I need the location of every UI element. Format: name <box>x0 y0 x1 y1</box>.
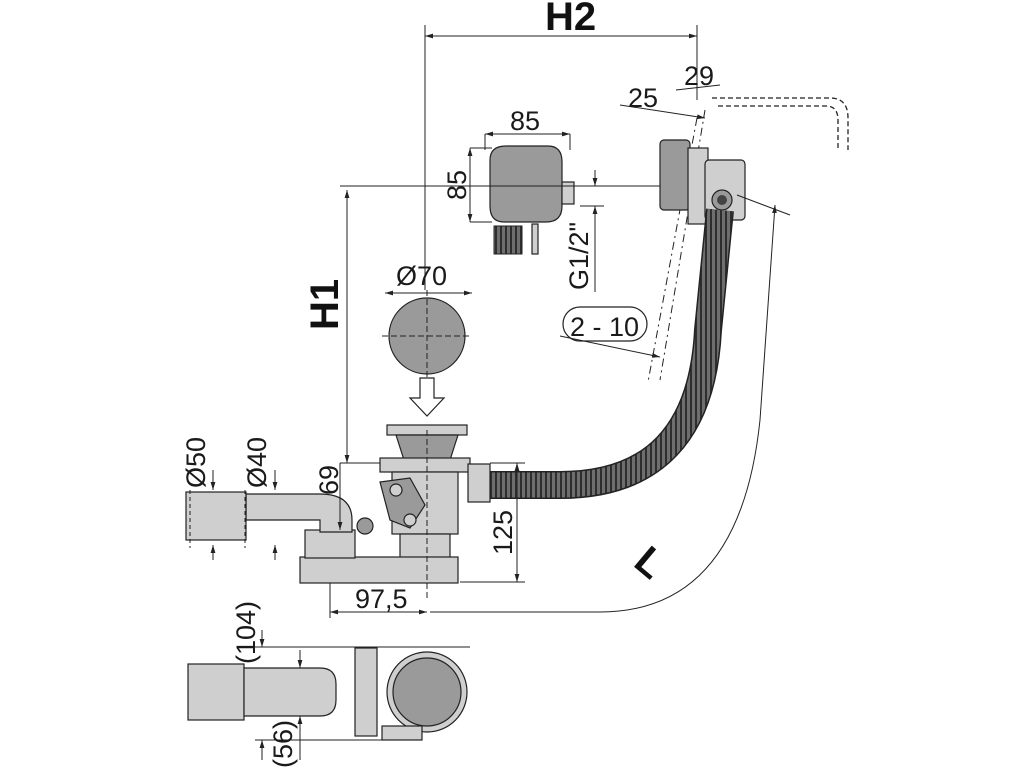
l-dimension: L <box>430 194 791 613</box>
h1-dimension: H1 <box>303 185 580 464</box>
waste-body-elevation <box>299 424 491 600</box>
dim-97-5-label: 97,5 <box>355 584 408 614</box>
dim-104-label: (104) <box>231 601 261 664</box>
flexible-hose <box>490 208 734 499</box>
height-dimensions: 69 125 97,5 <box>314 462 525 618</box>
bath-rim <box>647 97 849 383</box>
dim-69-label: 69 <box>314 465 344 495</box>
overflow-head: 85 85 G1/2" <box>442 106 660 292</box>
dim-125-label: 125 <box>488 510 518 555</box>
wall-thickness-label: 2 - 10 <box>559 306 661 358</box>
overflow-thickness-dimensions: 29 25 <box>619 61 721 120</box>
dim-85-height-label: 85 <box>442 170 472 200</box>
l-label: L <box>626 538 673 587</box>
waste-plan-view: (104) (56) <box>187 601 470 768</box>
dim-d70-label: Ø70 <box>396 261 447 291</box>
dim-d50-label: Ø50 <box>181 437 211 488</box>
h2-dimension: H2 <box>424 0 698 290</box>
outlet-pipe: Ø50 Ø40 <box>181 437 353 560</box>
h1-label: H1 <box>303 279 347 330</box>
dim-d40-label: Ø40 <box>242 437 272 488</box>
overflow-assembly <box>659 139 746 225</box>
dim-85-width-label: 85 <box>510 106 540 136</box>
dim-2-10-label: 2 - 10 <box>570 312 639 342</box>
dim-25-label: 25 <box>628 83 658 113</box>
plug-cap: Ø70 <box>382 261 472 417</box>
g12-thread-label: G1/2" <box>564 222 594 290</box>
h2-label: H2 <box>545 0 596 39</box>
dim-56-label: (56) <box>268 720 298 768</box>
dim-29-label: 29 <box>684 61 714 91</box>
